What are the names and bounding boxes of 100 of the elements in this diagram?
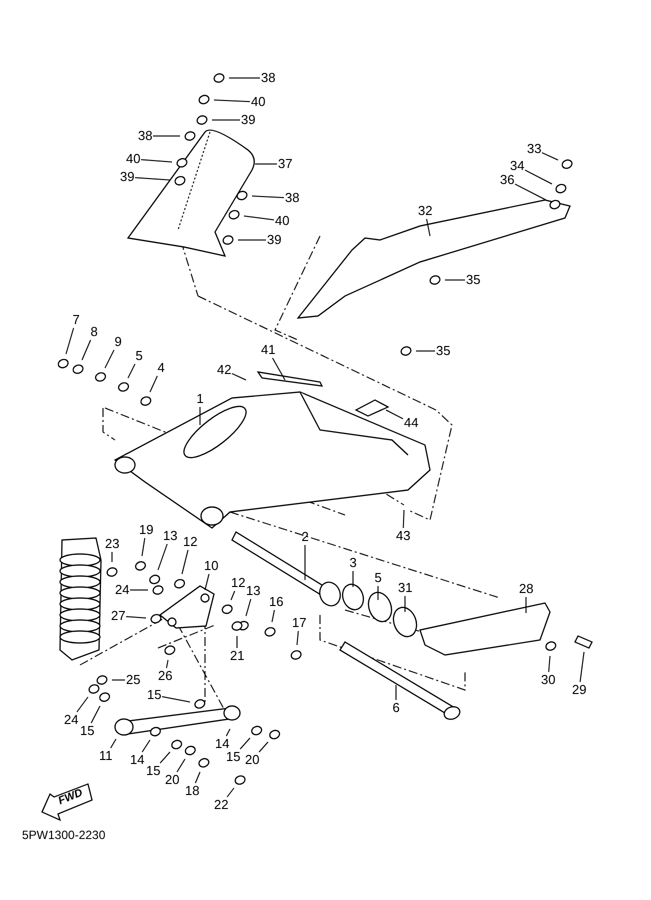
leader-line <box>142 538 146 556</box>
callout-number: 14 <box>130 753 144 767</box>
callout-number: 43 <box>396 529 410 543</box>
leader-line <box>426 218 430 236</box>
leader-line <box>176 758 186 772</box>
callout-number: 40 <box>126 152 140 166</box>
diagram-code: 5PW1300-2230 <box>22 828 106 842</box>
leader-line <box>142 740 150 752</box>
callout-number: 38 <box>138 129 152 143</box>
leader-line <box>416 350 436 352</box>
callout-number: 33 <box>527 142 542 156</box>
callout-number: 15 <box>80 724 94 738</box>
leader-line <box>580 652 584 682</box>
leader-line <box>182 550 188 574</box>
leader-line <box>296 630 299 646</box>
callout-number: 7 <box>72 313 80 327</box>
leader-line <box>226 788 234 798</box>
leader-line <box>404 596 406 612</box>
leader-line <box>542 152 558 160</box>
leader-line <box>194 772 200 784</box>
leader-line <box>128 364 136 378</box>
leader-line <box>158 544 168 570</box>
callout-number: 35 <box>466 273 480 287</box>
callout-number: 10 <box>204 559 218 573</box>
callout-number: 3 <box>350 556 357 570</box>
leader-line <box>150 376 158 392</box>
callout-number: 44 <box>404 416 418 430</box>
callout-number: 34 <box>510 159 524 173</box>
callout-number: 26 <box>158 669 172 683</box>
callout-number: 17 <box>292 616 306 630</box>
leader-line <box>230 590 236 600</box>
leader-line <box>90 706 100 724</box>
callout-number: 21 <box>230 649 244 663</box>
leader-line <box>160 752 170 764</box>
leader-line <box>162 696 190 702</box>
leader-line <box>352 570 354 588</box>
callout-number: 15 <box>226 750 240 764</box>
leader-line <box>304 544 306 580</box>
leader-line <box>402 510 404 528</box>
callout-number: 25 <box>126 673 140 687</box>
callout-number: 11 <box>99 749 112 763</box>
callout-number: 29 <box>572 683 586 697</box>
callout-number: 24 <box>115 583 130 597</box>
leader-line <box>126 616 146 618</box>
callout-number: 40 <box>251 95 266 109</box>
leader-line <box>166 660 168 668</box>
callout-number: 42 <box>217 363 232 377</box>
leader-line <box>386 410 404 420</box>
callout-number: 35 <box>436 344 450 358</box>
callout-number: 39 <box>241 113 256 127</box>
leader-line <box>82 340 92 360</box>
leader-line <box>548 656 550 672</box>
leader-line <box>236 636 238 648</box>
callout-number: 8 <box>90 325 98 339</box>
callout-number: 2 <box>302 530 309 544</box>
callout-number: 27 <box>111 609 126 623</box>
callout-number: 30 <box>541 673 556 687</box>
callout-number: 41 <box>261 343 276 357</box>
callout-number: 37 <box>278 157 292 171</box>
callout-number: 36 <box>500 173 514 187</box>
leader-line <box>240 738 250 750</box>
callout-number: 13 <box>163 529 178 543</box>
callout-number: 39 <box>267 233 282 247</box>
leader-line <box>76 696 88 712</box>
callout-number: 28 <box>519 582 534 596</box>
callout-number: 22 <box>214 798 228 812</box>
leader-line <box>134 177 170 180</box>
callout-number: 20 <box>245 753 260 767</box>
callout-number: 12 <box>183 535 198 549</box>
callout-number: 31 <box>398 581 412 595</box>
leader-line <box>252 196 284 198</box>
callout-number: 5 <box>374 571 382 585</box>
callout-number: 20 <box>165 773 180 787</box>
callout-number: 12 <box>231 576 246 590</box>
callout-number: 6 <box>392 701 400 715</box>
leader-line <box>104 350 114 368</box>
callout-number: 16 <box>269 595 284 609</box>
callout-number: 32 <box>418 204 432 218</box>
leader-line <box>110 738 116 748</box>
callout-number: 18 <box>185 784 200 798</box>
leader-line <box>272 610 275 622</box>
callout-number: 15 <box>146 764 160 778</box>
callout-number: 9 <box>114 335 122 349</box>
callout-number: 4 <box>158 361 165 375</box>
direction-label: FWD <box>56 786 84 808</box>
callout-number: 14 <box>215 737 230 751</box>
callout-number: 1 <box>196 392 204 406</box>
leader-line <box>258 742 268 752</box>
leader-line <box>226 728 230 736</box>
callout-number: 40 <box>275 214 290 228</box>
callout-number: 38 <box>261 71 276 85</box>
leader-line <box>246 598 252 616</box>
leader-line <box>140 159 172 162</box>
callout-number: 5 <box>136 349 143 363</box>
callout-number: 24 <box>64 713 78 727</box>
leader-line <box>272 358 286 380</box>
leader-line <box>514 184 546 200</box>
leader-line <box>244 216 274 220</box>
leader-line <box>232 373 246 380</box>
callout-number: 38 <box>285 191 300 205</box>
